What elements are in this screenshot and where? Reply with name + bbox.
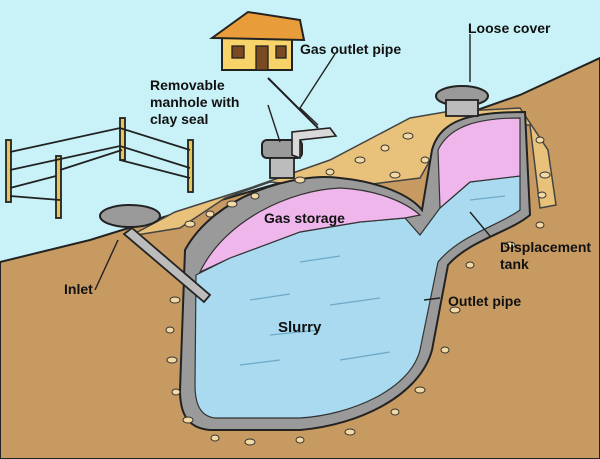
label-displacement-line2: tank xyxy=(500,256,529,272)
slurry-fill xyxy=(194,175,521,419)
label-manhole-line1: Removable xyxy=(150,77,225,93)
loose-cover-neck xyxy=(445,99,479,117)
label-gas-outlet-pipe: Gas outlet pipe xyxy=(300,41,401,57)
label-manhole-line2: manhole with xyxy=(150,94,239,110)
house xyxy=(208,10,306,71)
label-inlet: Inlet xyxy=(64,281,93,297)
gas-outlet-pipe xyxy=(291,127,338,160)
inlet-pipe xyxy=(122,226,212,304)
slurry-ripples xyxy=(239,195,506,366)
label-outlet-pipe: Outlet pipe xyxy=(448,293,521,309)
manhole-neck xyxy=(269,157,295,179)
label-manhole-line3: clay seal xyxy=(150,111,208,127)
displacement-gas-area xyxy=(437,117,521,210)
label-displacement-line1: Displacement xyxy=(500,239,591,255)
leader-lines xyxy=(94,34,491,301)
label-gas-storage: Gas storage xyxy=(264,210,345,226)
gas-storage-area xyxy=(198,187,422,274)
fence xyxy=(5,117,194,219)
label-slurry: Slurry xyxy=(278,319,322,336)
inlet-cover xyxy=(99,204,161,228)
gravel-stones xyxy=(165,132,551,446)
label-loose-cover: Loose cover xyxy=(468,20,551,36)
gravel-cover xyxy=(129,107,557,237)
gas-pipe-line xyxy=(267,77,319,129)
